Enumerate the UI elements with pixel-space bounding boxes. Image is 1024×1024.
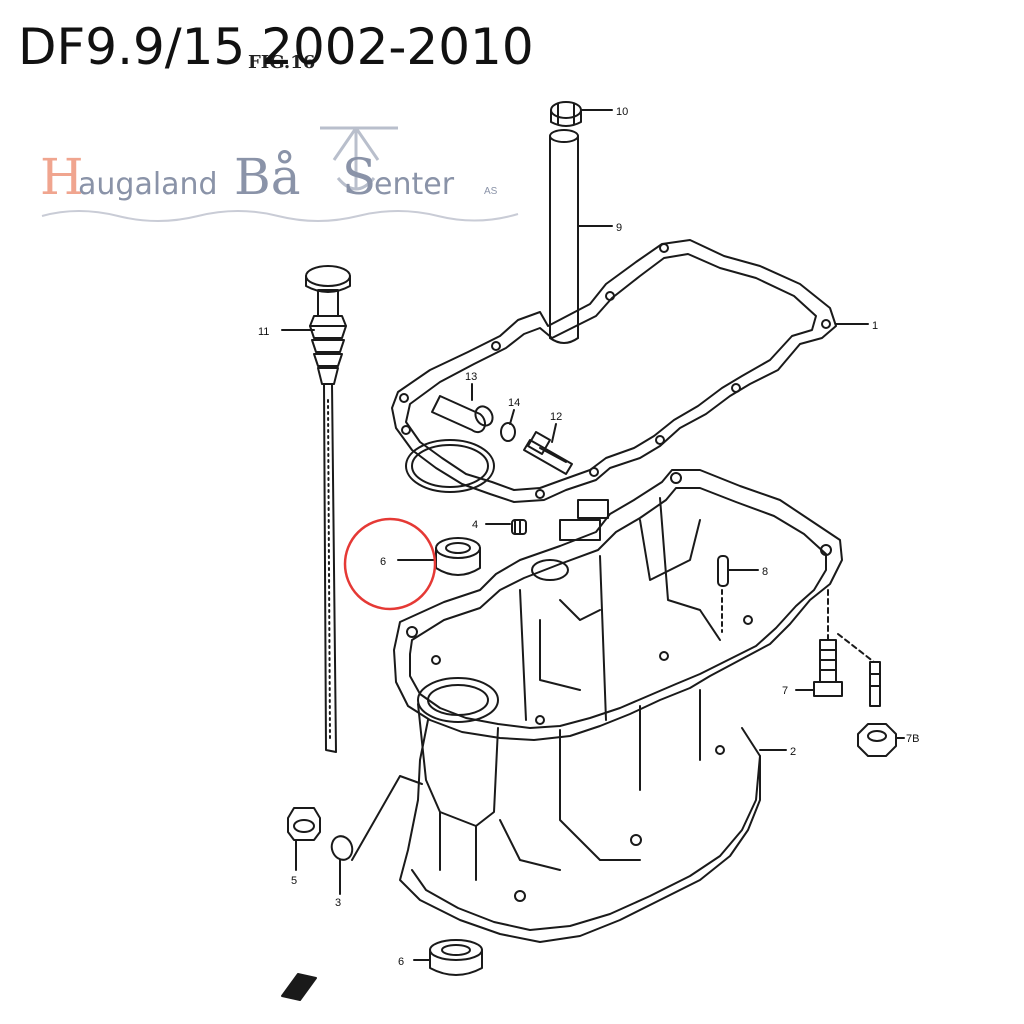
part-2-oil-pan [393, 469, 843, 943]
highlight-circle [343, 517, 437, 611]
part-4-plug [511, 519, 527, 535]
dealer-logo: H augaland Bå S enter AS [40, 126, 519, 222]
part-5-drain-plug [287, 807, 321, 841]
part-7b-stud [837, 633, 881, 707]
label-part-9: 9 [616, 222, 622, 234]
logo-text-ba: Bå [234, 148, 301, 206]
part-14-oring [500, 422, 516, 442]
figure-label: FIG.16 [248, 52, 316, 73]
part-13-fitting [431, 395, 494, 434]
logo-letter-h: H [40, 148, 84, 206]
part-11-dipstick [305, 265, 351, 753]
logo-suffix: AS [484, 186, 498, 197]
label-part-5: 5 [291, 875, 297, 887]
part-10-cap [550, 101, 582, 127]
label-part-3: 3 [335, 897, 341, 909]
label-part-7b: 7B [906, 733, 919, 745]
label-part-11: 11 [258, 326, 269, 338]
label-part-13: 13 [465, 371, 477, 383]
label-part-2: 2 [790, 746, 796, 758]
label-part-6-top: 6 [380, 556, 386, 568]
logo-text-enter: enter [374, 167, 455, 202]
part-6-seal-bottom [429, 939, 483, 976]
part-12-sensor [523, 431, 573, 475]
logo-letter-s: S [342, 148, 376, 206]
label-part-14: 14 [508, 397, 520, 409]
part-7b-nut [857, 723, 897, 757]
page-title: DF9.9/15 2002-2010 [18, 18, 534, 76]
part-9-tube [549, 129, 579, 344]
label-part-4: 4 [472, 519, 478, 531]
label-part-7: 7 [782, 685, 788, 697]
label-part-8: 8 [762, 566, 768, 578]
part-7-bolt [813, 589, 843, 697]
part-6-seal-top [435, 537, 481, 576]
corner-mark [281, 973, 317, 1001]
logo-text-haugaland: augaland [78, 167, 218, 202]
part-8-pin [717, 555, 729, 633]
label-part-1: 1 [872, 320, 878, 332]
label-part-12: 12 [550, 411, 562, 423]
label-part-6-bottom: 6 [398, 956, 404, 968]
part-3-washer [330, 835, 354, 861]
part-1-gasket [391, 239, 837, 503]
label-part-10: 10 [616, 106, 628, 118]
anchor-icon [320, 126, 398, 191]
